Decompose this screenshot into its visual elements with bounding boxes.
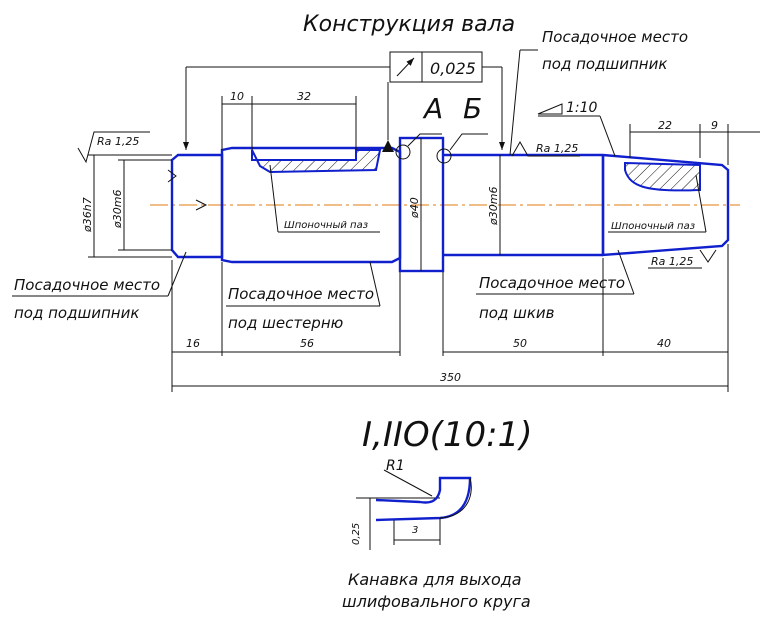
detail-circle-2 [436,148,452,164]
dim-d36: ø36h7 [81,154,172,258]
groove-depth: 0,25 [351,523,362,545]
roughness-left-label: Ra 1,25 [97,135,139,148]
taper-ratio: 1:10 [566,100,598,116]
callout-pulley-line1: Посадочное место [479,274,625,292]
callout-gear-line2: под шестерню [228,314,343,332]
callout-bearing-left: Посадочное место под подшипник [12,251,187,322]
roughness-right: Ra 1,25 [648,249,717,269]
groove-width: 3 [412,525,418,536]
groove-name-line2: шлифовального круга [342,592,531,611]
detail-circle-1 [395,144,411,160]
dim-lengths: 16 56 50 40 350 [171,244,729,392]
keyway-label-gear: Шпоночный паз [284,220,368,231]
datum-b: Б [463,92,482,125]
diameter-36: ø36h7 [81,197,94,233]
dim-16: 16 [186,337,200,350]
callout-bearing-right: Посадочное место под подшипник [509,28,688,156]
detail-caption: I,IIО(10:1) [362,415,533,455]
dim-22: 22 [658,119,672,132]
callout-bearing-left-line1: Посадочное место [14,276,160,294]
groove-radius: R1 [386,458,405,474]
dim-d40: ø40 [408,138,422,271]
keyway-label-1: Шпоночный паз [269,164,380,233]
callout-bearing-left-line2: под подшипник [14,304,139,322]
tolerance-value: 0,025 [430,59,476,78]
groove-name-line1: Канавка для выхода [348,570,522,589]
callout-pulley: Посадочное место под шкив [476,249,635,322]
roughness-middle-label: Ra 1,25 [536,142,578,155]
callout-gear-line1: Посадочное место [228,285,374,303]
datum-a: А [422,92,443,125]
groove-detail: R1 0,25 3 [351,458,472,550]
dim-9: 9 [711,119,718,132]
taper-callout: 1:10 [537,100,616,157]
dim-40: 40 [657,337,671,350]
shaft-contour [170,136,730,273]
dim-56: 56 [300,337,314,350]
callout-bearing-right-line2: под подшипник [542,55,667,73]
callout-gear: Посадочное место под шестерню [226,261,381,332]
keyway-label-pulley: Шпоночный паз [611,221,695,232]
callout-bearing-right-line1: Посадочное место [542,28,688,46]
roughness-right-label: Ra 1,25 [651,255,693,268]
tolerance-frame: 0,025 [183,51,505,152]
drawing-title: Конструкция вала [303,12,515,37]
diameter-40: ø40 [408,197,421,219]
dim-key2: 22 9 [629,119,760,165]
dim-350: 350 [440,371,461,384]
dim-10: 10 [230,90,244,103]
keyway-pulley [624,161,701,192]
keyway-label-2: Шпоночный паз [608,174,707,233]
keyway-gear [251,149,382,174]
dim-50: 50 [513,337,527,350]
dim-d30-right: ø30m6 [487,155,501,255]
diameter-30-right: ø30m6 [487,187,500,226]
dim-d30-left: ø30m6 [111,159,172,251]
roughness-left: Ra 1,25 [77,131,150,164]
roughness-middle: Ra 1,25 [511,140,580,157]
dim-key1: 10 32 [221,90,357,150]
diameter-30-left: ø30m6 [111,190,124,229]
callout-pulley-line2: под шкив [479,304,555,322]
dim-32: 32 [297,90,311,103]
